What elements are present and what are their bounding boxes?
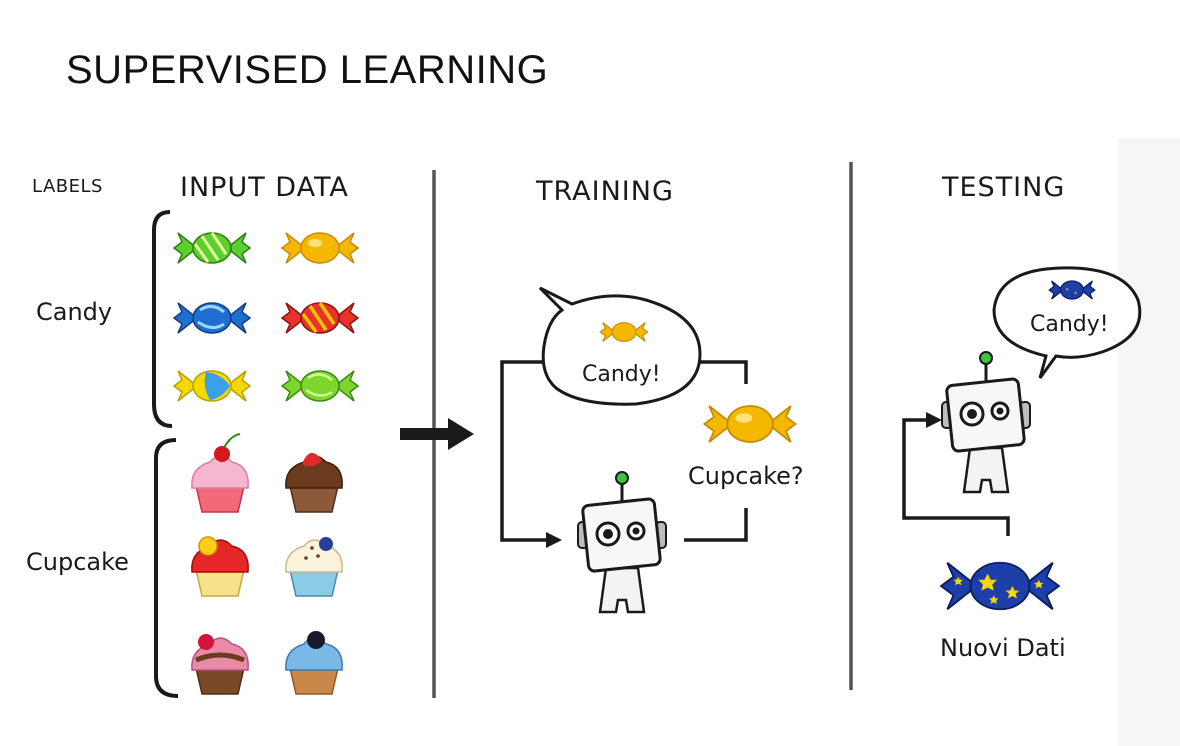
cupcake-label: Cupcake [26, 548, 129, 576]
testing-loop [902, 418, 1010, 536]
testing-robot [940, 350, 1032, 494]
labels-header: LABELS [32, 176, 103, 197]
testing-bubble-text: Candy! [1030, 312, 1109, 337]
input-data-header: INPUT DATA [180, 172, 349, 203]
testing-header: TESTING [942, 172, 1066, 203]
candy-red-striped [281, 302, 359, 334]
new-data-candy [940, 561, 1060, 611]
training-arrowhead [546, 532, 562, 548]
training-candy [703, 405, 797, 443]
candy-brace [152, 210, 173, 428]
candy-label: Candy [36, 298, 113, 326]
flow-arrow [400, 418, 474, 450]
training-question: Cupcake? [688, 462, 804, 490]
candy-yellow-blue [173, 370, 251, 402]
cupcake-chocolate-strawberry [285, 452, 343, 513]
testing-speech-bubble [992, 266, 1142, 379]
new-data-label: Nuovi Dati [940, 634, 1066, 662]
cupcake-brace [154, 438, 179, 698]
training-header: TRAINING [536, 176, 674, 207]
candy-lime [281, 370, 359, 402]
cupcake-swirl-raspberry [191, 634, 249, 695]
training-speech-bubble [538, 286, 702, 406]
training-loop [500, 360, 748, 542]
cupcake-pink-cherry [191, 433, 249, 513]
cupcake-red-lemon [191, 536, 249, 597]
cupcake-vanilla-blueberry [285, 537, 343, 597]
testing-bubble-candy [1048, 280, 1096, 300]
cupcake-blue-blackberry [285, 631, 343, 695]
testing-arrowhead [926, 412, 942, 428]
candy-gold [281, 232, 359, 264]
training-robot [576, 470, 668, 614]
training-bubble-text: Candy! [582, 362, 661, 387]
background-strip [1118, 138, 1180, 746]
candy-green-striped [173, 232, 251, 264]
candy-blue-swirl [173, 302, 251, 334]
page-title: SUPERVISED LEARNING [66, 48, 549, 92]
